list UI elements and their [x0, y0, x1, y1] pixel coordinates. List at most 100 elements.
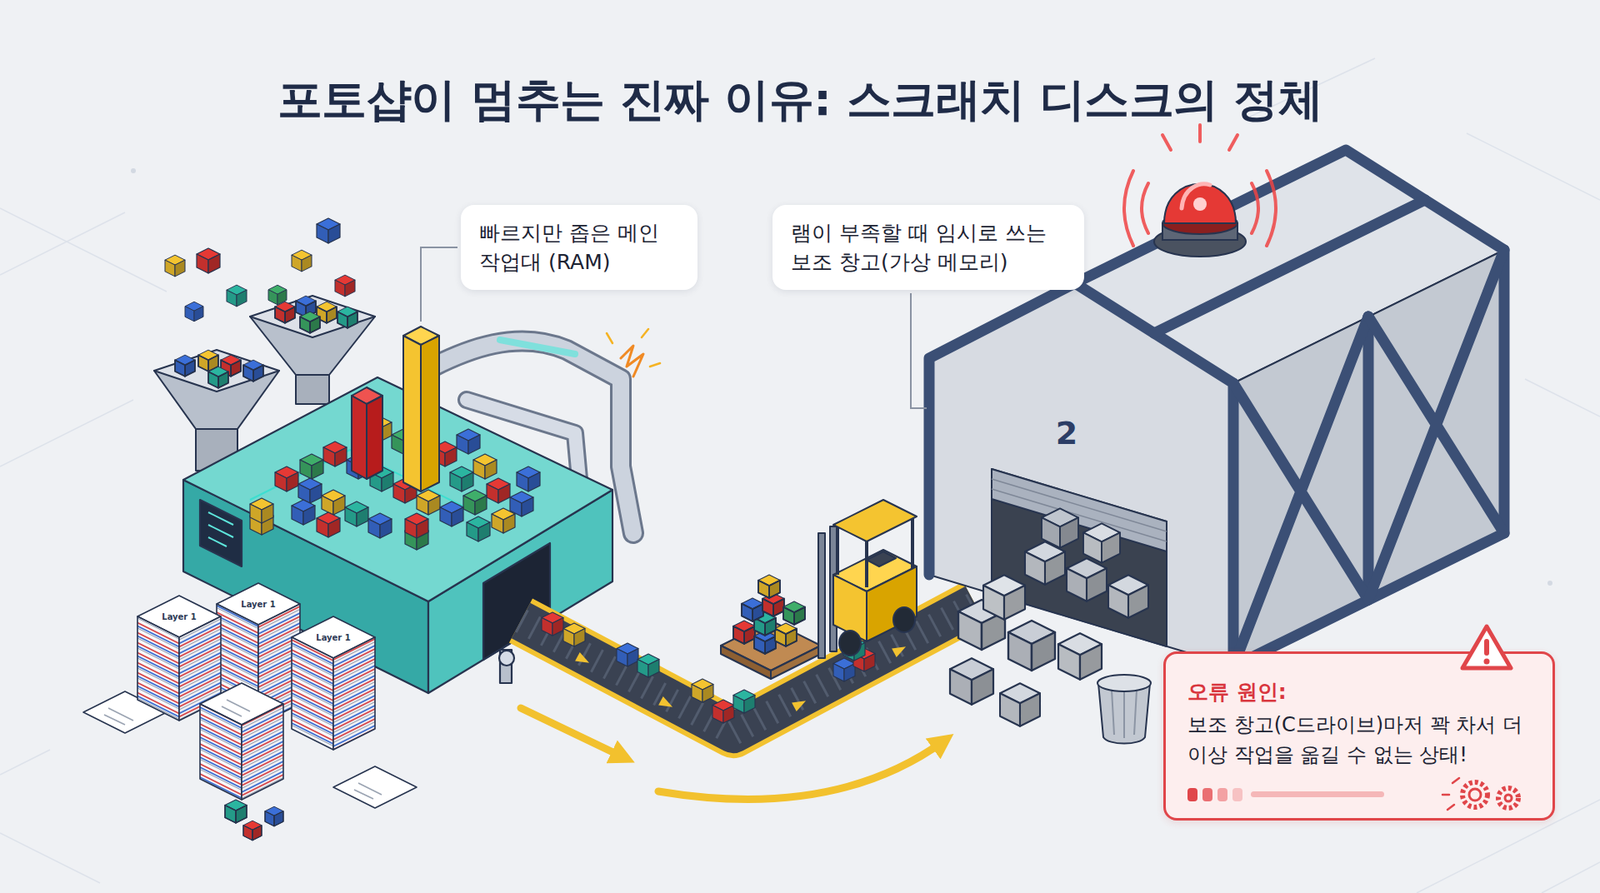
hopper [250, 295, 375, 338]
trash-can [1097, 675, 1151, 745]
trash-can [1111, 690, 1137, 739]
background-grid [0, 58, 1600, 893]
belt-blocks [712, 700, 735, 724]
belt-blocks [563, 623, 585, 647]
leader-line [910, 293, 927, 409]
layer-stacks [83, 583, 417, 841]
stored-boxes [1108, 575, 1149, 618]
warning-triangle [1462, 626, 1511, 669]
data-blocks [450, 466, 474, 492]
floating-cubes [226, 285, 247, 307]
conveyor-belt [520, 604, 975, 734]
layer-tag: Layer 1 [161, 612, 196, 622]
siren [1124, 125, 1276, 246]
conveyor-belt [520, 604, 975, 734]
pipes [606, 329, 660, 367]
layer-stacks [225, 800, 247, 824]
floating-cubes [316, 218, 340, 244]
warning-mark [1484, 659, 1490, 665]
page-title: 포토샵이 멈추는 진짜 이유: 스크래치 디스크의 정체 [0, 70, 1600, 131]
forklift [758, 575, 780, 599]
bar-chart-blocks [420, 335, 440, 492]
data-blocks [466, 516, 490, 542]
warehouse [991, 479, 1167, 542]
bar-chart-blocks [351, 326, 440, 492]
stored-boxes [1083, 523, 1120, 563]
belt-blocks [691, 679, 714, 703]
stored-boxes [983, 575, 1025, 620]
conveyor-belt [575, 652, 592, 668]
status-decoration [1187, 776, 1536, 814]
door-number: 2 [1055, 415, 1078, 452]
data-blocks [250, 498, 274, 524]
hopper [300, 311, 320, 334]
forklift [818, 533, 825, 659]
forklift [866, 551, 896, 567]
warning-mark [1484, 639, 1490, 656]
layer-stacks [243, 820, 262, 841]
siren [1141, 183, 1149, 234]
forklift [839, 630, 861, 656]
floating-cubes [291, 250, 312, 272]
hopper [175, 355, 195, 377]
siren [1124, 170, 1134, 246]
warehouse [1233, 316, 1369, 667]
belt-blocks [541, 612, 564, 636]
hopper [154, 350, 280, 392]
forklift [720, 500, 917, 680]
layer-stacks [137, 616, 180, 721]
siren [1164, 184, 1236, 224]
spark-lines [1442, 778, 1460, 810]
stored-boxes [950, 658, 994, 705]
bar-chart-blocks [351, 395, 367, 480]
warehouse [991, 469, 1167, 552]
error-box: 오류 원인:보조 창고(C드라이브)마저 꽉 차서 더 이상 작업을 옮길 수 … [1163, 651, 1555, 821]
warehouse [929, 283, 1234, 667]
conveyor-belt [658, 696, 675, 712]
hopper [337, 306, 358, 329]
warehouse [1363, 316, 1375, 600]
belt-blocks [616, 643, 639, 667]
data-blocks [405, 513, 429, 539]
callout-box: 램이 부족할 때 임시로 쓰는 보조 창고(가상 메모리) [772, 205, 1085, 290]
data-blocks [456, 429, 480, 455]
layer-stacks [333, 637, 375, 750]
siren [1193, 197, 1207, 211]
warehouse [1075, 150, 1505, 667]
progress-pill [1202, 788, 1213, 802]
flow-arrows [520, 708, 624, 758]
conveyor-belt [891, 642, 909, 658]
stored-boxes [1008, 620, 1055, 671]
forklift [741, 598, 764, 622]
layer-stacks [221, 700, 250, 717]
layer-tag: Layer 1 [315, 633, 350, 643]
progress-pill [1187, 788, 1198, 802]
floating-cubes [196, 248, 220, 274]
trash-can [1097, 675, 1151, 692]
data-blocks [491, 508, 515, 534]
ram-machine [200, 500, 242, 567]
data-blocks [321, 490, 345, 515]
background-grid [130, 168, 136, 174]
layer-stacks [200, 704, 242, 800]
belt-blocks [637, 654, 660, 678]
background-grid [0, 58, 1600, 893]
box-text: 빠르지만 좁은 메인 작업대 (RAM) [479, 218, 680, 277]
data-blocks [473, 454, 497, 480]
stored-boxes [1058, 633, 1102, 680]
stored-boxes [1066, 558, 1107, 601]
data-blocks [416, 490, 440, 515]
data-blocks [275, 466, 299, 492]
bar-chart-blocks [366, 395, 383, 480]
warehouse [929, 283, 1234, 667]
gear-icon [1469, 789, 1481, 801]
siren [1124, 125, 1276, 257]
data-blocks [516, 466, 540, 492]
bar-chart-blocks [403, 335, 421, 492]
flow-arrows [520, 708, 944, 800]
layer-stacks [104, 708, 134, 725]
ram-machine [208, 512, 234, 547]
flow-arrows [658, 741, 944, 800]
warehouse [1368, 250, 1505, 600]
forklift [775, 623, 797, 647]
